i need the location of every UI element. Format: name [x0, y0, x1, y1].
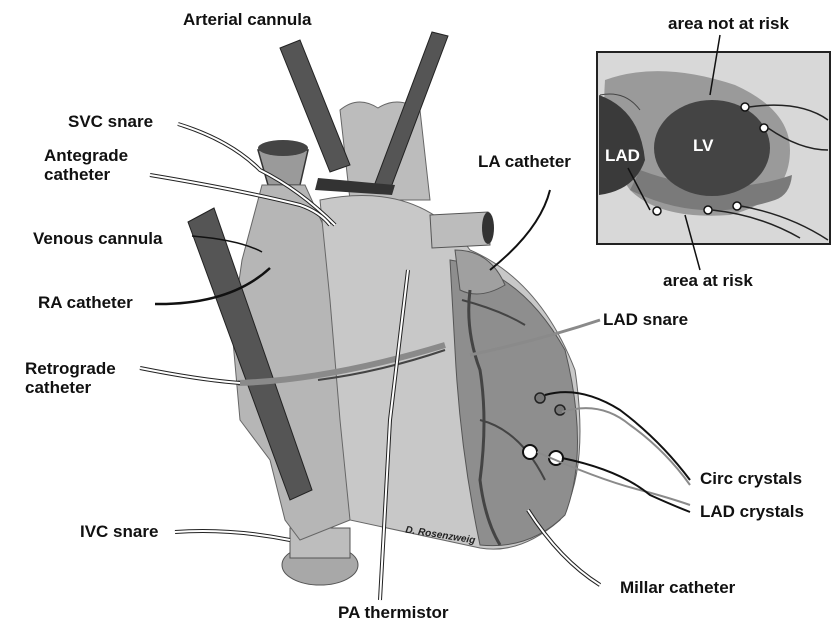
crystal-2 — [555, 405, 565, 415]
label-lv-inset: LV — [693, 136, 713, 156]
label-ivc-snare: IVC snare — [80, 522, 158, 541]
label-lad-crystals: LAD crystals — [700, 502, 804, 521]
crystal-1 — [535, 393, 545, 403]
label-retrograde-catheter-line2: catheter — [25, 378, 91, 397]
label-circ-crystals: Circ crystals — [700, 469, 802, 488]
crystal-3 — [523, 445, 537, 459]
label-antegrade-catheter-line1: Antegrade — [44, 146, 128, 165]
label-ra-catheter: RA catheter — [38, 293, 133, 312]
pulmonary-artery — [430, 212, 490, 248]
label-arterial-cannula: Arterial cannula — [183, 10, 312, 29]
label-antegrade-catheter-line2: catheter — [44, 165, 110, 184]
label-area-at-risk: area at risk — [663, 271, 753, 290]
label-pa-thermistor: PA thermistor — [338, 603, 449, 622]
label-lad-snare: LAD snare — [603, 310, 688, 329]
label-la-catheter: LA catheter — [478, 152, 571, 171]
label-area-not-at-risk: area not at risk — [668, 14, 789, 33]
label-retrograde-catheter-line1: Retrograde — [25, 359, 116, 378]
label-svc-snare: SVC snare — [68, 112, 153, 131]
left-atrium — [455, 250, 505, 294]
label-venous-cannula: Venous cannula — [33, 229, 162, 248]
la-catheter-line — [490, 190, 550, 270]
label-lad-inset: LAD — [605, 146, 640, 166]
label-millar-catheter: Millar catheter — [620, 578, 735, 597]
